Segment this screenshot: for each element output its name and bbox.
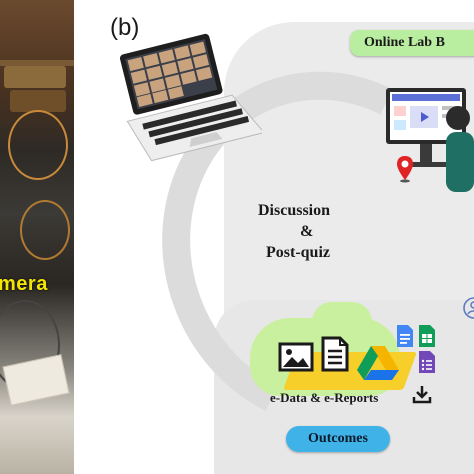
panel-letter: (b) (110, 14, 140, 41)
document-icon (321, 336, 349, 372)
data-cloud (312, 302, 372, 342)
cable (20, 200, 70, 260)
book (4, 66, 66, 88)
edata-reports-label: e-Data & e-Reports (270, 390, 379, 405)
cable (8, 110, 68, 180)
google-forms-icon (419, 351, 435, 373)
location-pin-icon (397, 156, 413, 183)
online-lab-diagram: (b) Online Lab B (74, 0, 474, 474)
laptop-video-call-icon (119, 33, 262, 162)
google-docs-icon (397, 325, 413, 347)
image-icon (278, 342, 314, 372)
user-circle-icon (463, 297, 474, 319)
monitor-video-icon (386, 88, 474, 192)
book (10, 90, 66, 112)
post-quiz-line: Post-quiz (266, 244, 330, 261)
lab-photo: mera (0, 0, 74, 474)
google-sheets-icon (419, 325, 435, 347)
google-drive-icon (357, 346, 399, 380)
discussion-line: Discussion (258, 202, 331, 219)
download-icon (412, 386, 432, 404)
online-lab-pill: Online Lab B (350, 30, 474, 56)
discussion-post-quiz-label: Discussion & Post-quiz (244, 200, 384, 263)
camera-label: mera (0, 273, 48, 295)
person-icon (446, 106, 470, 130)
ampersand-line: & (300, 223, 314, 240)
outcomes-pill: Outcomes (286, 426, 390, 452)
shelf (0, 60, 74, 66)
